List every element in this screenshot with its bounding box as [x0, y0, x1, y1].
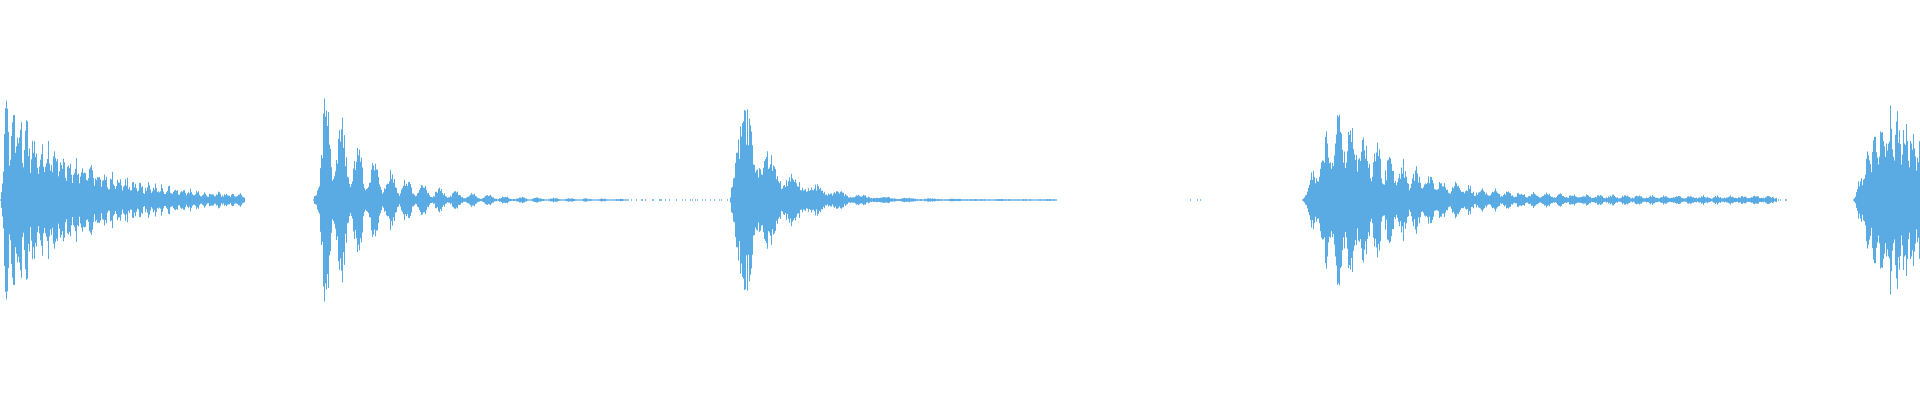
transient-1 [0, 100, 245, 300]
sparse-dots-3 [1778, 199, 1787, 201]
transient-4 [1302, 114, 1777, 286]
transient-2 [313, 98, 629, 302]
transient-3 [730, 109, 1057, 291]
sparse-dots-1 [631, 199, 1055, 201]
transient-5 [1853, 105, 1920, 295]
sparse-dots-2 [1190, 199, 1201, 201]
waveform-group [0, 98, 1920, 302]
